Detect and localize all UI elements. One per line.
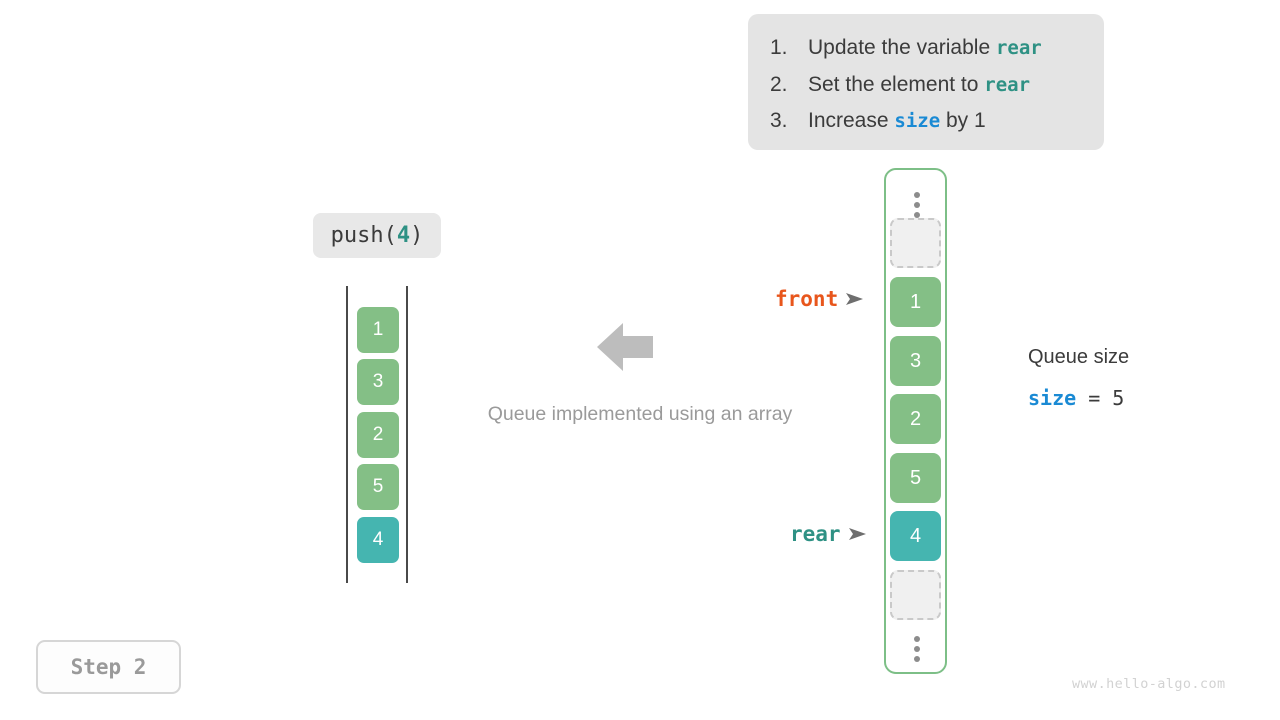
queue-slot: 2 (890, 394, 941, 444)
queue-size-info: Queue size size = 5 (1028, 343, 1248, 410)
instruction-panel: 1. Update the variable rear 2. Set the e… (748, 14, 1104, 150)
array-cell-highlighted: 4 (357, 517, 399, 563)
instruction-text: Increase (808, 109, 895, 132)
instruction-number: 1. (770, 36, 788, 59)
queue-slot: 5 (890, 453, 941, 503)
operation-label: push(4) (313, 213, 441, 258)
queue-slot-empty (890, 570, 941, 620)
instruction-code-size: size (894, 110, 941, 132)
rear-pointer: rear (790, 522, 867, 546)
instruction-item-2: 2. Set the element to rear (770, 67, 1084, 104)
arrow-left-icon (597, 321, 653, 373)
array-cell: 5 (357, 464, 399, 510)
front-pointer-label: front (775, 287, 839, 311)
front-pointer: front (775, 287, 864, 311)
array-boundary-line-left (346, 286, 348, 583)
instruction-number: 3. (770, 109, 788, 132)
diagram-caption: Queue implemented using an array (487, 403, 793, 425)
vertical-dots-icon-top (913, 192, 920, 218)
queue-size-expression: size = 5 (1028, 386, 1248, 410)
array-cell: 2 (357, 412, 399, 458)
watermark: www.hello-algo.com (1072, 676, 1226, 692)
instruction-text: Update the variable (808, 36, 996, 59)
array-cell: 1 (357, 307, 399, 353)
abstract-array: 1 3 2 5 4 (346, 286, 408, 583)
step-badge: Step 2 (36, 640, 181, 694)
queue-size-title: Queue size (1028, 346, 1130, 368)
instruction-number: 2. (770, 72, 788, 96)
instruction-item-1: 1. Update the variable rear (770, 30, 1084, 67)
queue-slot: 3 (890, 336, 941, 386)
size-variable: size (1028, 386, 1077, 410)
queue-slot-front: 1 (890, 277, 941, 327)
queue-slot-empty (890, 218, 941, 268)
queue-array-container: 1 3 2 5 4 (884, 168, 947, 674)
instruction-text: Set the element to (808, 72, 985, 96)
operation-argument: 4 (396, 223, 411, 248)
instruction-text-suffix: by 1 (940, 109, 986, 132)
operation-name: push( (330, 223, 397, 248)
instruction-code-rear: rear (984, 73, 1031, 96)
array-boundary-line-right (406, 286, 408, 583)
vertical-dots-icon-bottom (913, 636, 920, 662)
arrow-right-icon (848, 522, 867, 546)
array-cell: 3 (357, 359, 399, 405)
instruction-code-rear: rear (995, 37, 1042, 59)
instruction-item-3: 3. Increase size by 1 (770, 103, 1084, 140)
size-value: = 5 (1076, 386, 1125, 410)
arrow-right-icon (846, 287, 864, 311)
queue-slot-rear: 4 (890, 511, 941, 561)
operation-close-paren: ) (410, 223, 424, 248)
rear-pointer-label: rear (790, 522, 841, 546)
